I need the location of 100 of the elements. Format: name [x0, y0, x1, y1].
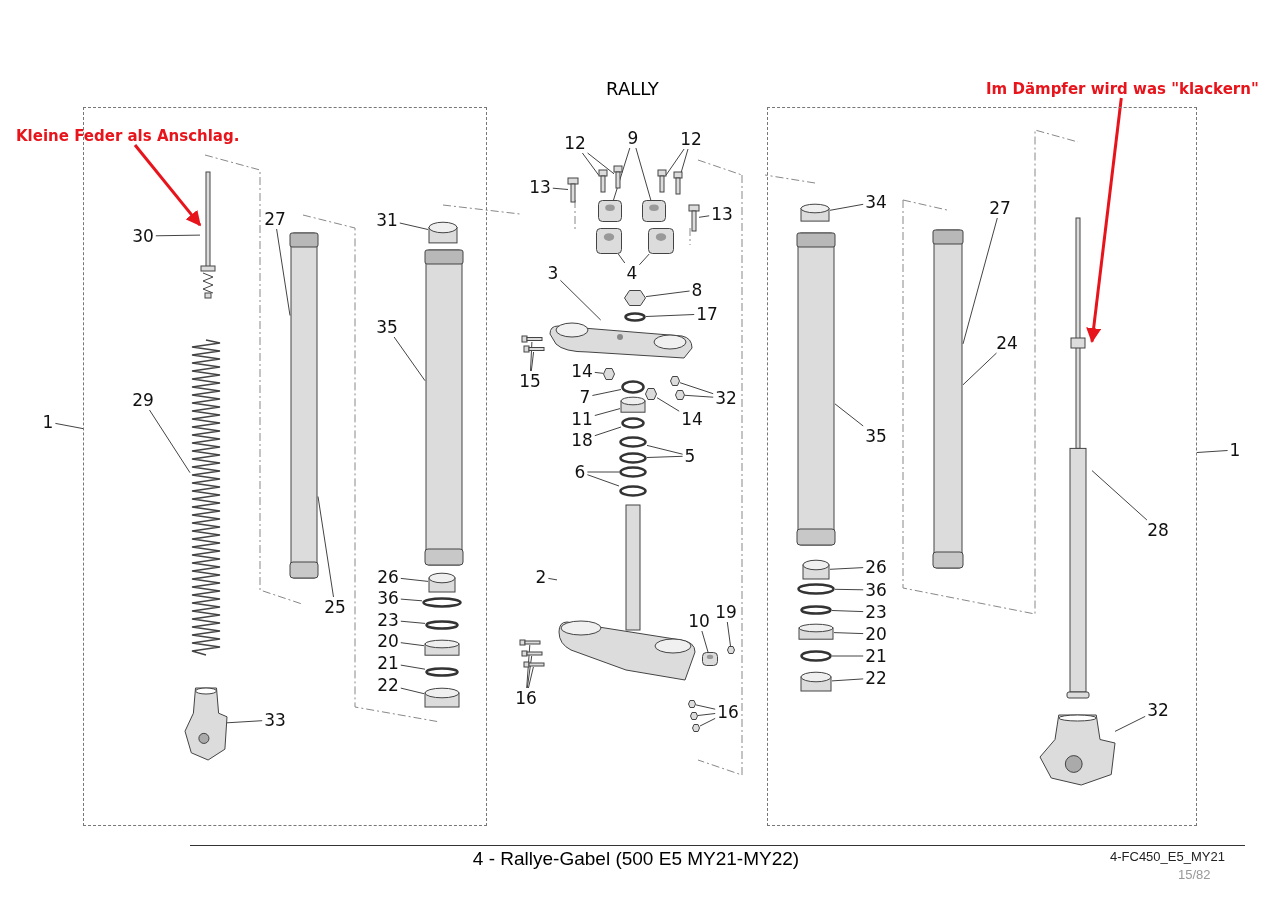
leader-line	[638, 253, 650, 266]
callout-number: 22	[375, 675, 401, 695]
ring-drawing	[621, 380, 645, 394]
callout-number: 22	[863, 668, 889, 688]
annotation-arrow	[1086, 97, 1123, 344]
bushing-drawing	[424, 688, 460, 708]
callout-number: 20	[863, 624, 889, 644]
callout-number: 16	[715, 702, 741, 722]
callout-number: 27	[987, 198, 1013, 218]
callout-number: 29	[130, 390, 156, 410]
callout-number: 34	[863, 192, 889, 212]
leader-line	[400, 642, 425, 647]
spring-drawing	[190, 340, 222, 655]
nut-drawing	[675, 390, 685, 400]
clamp-drawing	[642, 200, 666, 222]
callout-number: 10	[686, 611, 712, 631]
callout-number: 36	[863, 580, 889, 600]
leader-line	[679, 382, 714, 395]
leader-line	[645, 290, 691, 298]
callout-number: 19	[713, 602, 739, 622]
leader-line	[833, 632, 864, 635]
annotation-arrow	[133, 144, 202, 227]
leader-line	[699, 717, 716, 727]
diagram-caption: 4 - Rallye-Gabel (500 E5 MY21-MY22)	[471, 848, 801, 870]
ring-drawing	[800, 605, 832, 615]
callout-number: 9	[625, 128, 641, 148]
bushing-drawing	[428, 222, 458, 244]
nut-drawing	[624, 290, 646, 306]
nut-drawing	[670, 376, 680, 386]
leader-line	[530, 341, 533, 372]
bolt-drawing	[689, 205, 699, 231]
fork-tube-drawing	[290, 233, 318, 578]
callout-number: 6	[572, 462, 588, 482]
leader-line	[276, 228, 291, 316]
leader-line	[829, 203, 864, 211]
callout-number: 27	[262, 209, 288, 229]
leader-line	[594, 408, 621, 416]
leader-line	[586, 471, 620, 473]
diagram-title: RALLY	[605, 78, 660, 99]
callout-number: 14	[569, 361, 595, 381]
leader-line	[617, 253, 626, 264]
leader-line	[834, 588, 864, 591]
callout-number: 1	[40, 412, 56, 432]
callout-number: 26	[375, 567, 401, 587]
leader-line	[400, 620, 426, 624]
callout-number: 8	[689, 280, 705, 300]
leader-line	[701, 630, 709, 653]
bushing-drawing	[800, 204, 830, 222]
bushing-drawing	[428, 573, 456, 593]
leader-line	[645, 314, 695, 317]
bushing-drawing	[620, 397, 646, 413]
ring-drawing	[800, 650, 832, 662]
leader-line	[594, 426, 622, 437]
leader-line	[656, 397, 680, 412]
leader-line	[594, 371, 604, 374]
bolt-drawing	[522, 651, 542, 656]
nut-drawing	[688, 700, 696, 708]
callout-number: 16	[513, 688, 539, 708]
leader-line	[962, 217, 998, 345]
damper-rod-drawing	[200, 172, 216, 298]
callout-number: 32	[713, 388, 739, 408]
leader-line	[831, 678, 864, 682]
callout-number: 31	[374, 210, 400, 230]
bushing-drawing	[798, 624, 834, 640]
ring-drawing	[621, 417, 645, 429]
fork-foot-drawing	[185, 688, 227, 760]
leader-line	[698, 215, 710, 218]
page-number: 15/82	[1178, 867, 1211, 882]
leader-line	[684, 394, 714, 398]
callout-number: 14	[679, 409, 705, 429]
leader-line	[591, 389, 622, 396]
callout-number: 11	[569, 409, 595, 429]
callout-number: 12	[678, 129, 704, 149]
ring-drawing	[422, 597, 462, 608]
bolt-drawing	[614, 166, 622, 188]
callout-number: 12	[562, 133, 588, 153]
annotation-note: Kleine Feder als Anschlag.	[16, 127, 240, 145]
ring-drawing	[619, 466, 647, 478]
callout-number: 5	[682, 446, 698, 466]
leader-line	[834, 403, 864, 427]
leader-line	[680, 148, 689, 173]
ring-drawing	[797, 583, 835, 595]
ring-drawing	[619, 436, 647, 448]
clamp-drawing	[598, 200, 622, 222]
nut-drawing	[690, 712, 698, 720]
bolt-drawing	[674, 172, 682, 194]
leader-line	[552, 187, 569, 190]
bushing-drawing	[802, 560, 830, 580]
callout-number: 30	[130, 226, 156, 246]
callout-number: 28	[1145, 520, 1171, 540]
leader-line	[400, 598, 423, 602]
ring-drawing	[425, 667, 459, 677]
callout-number: 1	[1227, 440, 1243, 460]
triple-clamp-drawing	[548, 320, 692, 358]
callout-number: 13	[709, 204, 735, 224]
nut-drawing	[727, 646, 735, 654]
ring-drawing	[624, 312, 646, 322]
callout-number: 7	[577, 387, 593, 407]
callout-number: 32	[1145, 700, 1171, 720]
leader-line	[1196, 450, 1229, 453]
